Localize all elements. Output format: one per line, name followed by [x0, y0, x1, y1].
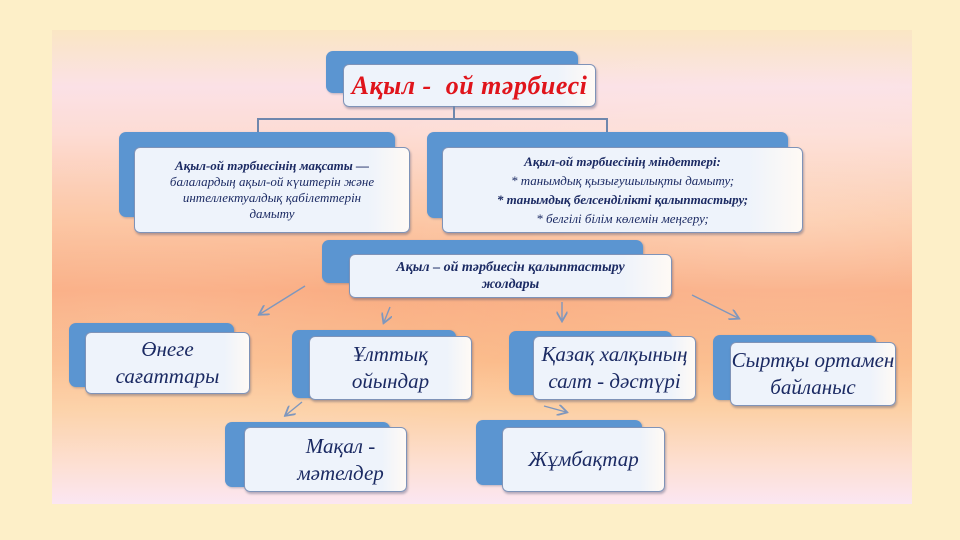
goal-line: дамыту	[249, 206, 295, 221]
method-line: байланыс	[770, 375, 856, 399]
tasks-heading: Ақыл-ой тәрбиесінің міндеттері:	[524, 154, 721, 169]
sub-method-line: мәтелдер	[297, 460, 384, 485]
connector-title-stem	[453, 106, 455, 119]
connector-left-drop	[257, 118, 259, 132]
method-line: Қазақ халқының	[541, 342, 688, 366]
sub-method-line: Жұмбақтар	[528, 447, 639, 471]
diagram-title: Ақыл - ой тәрбиесі	[351, 70, 588, 100]
connector-right-drop	[606, 118, 608, 132]
method-box-kazakh-traditions: Қазақ халқының салт - дәстүрі	[533, 336, 696, 400]
tasks-line: * танымдық қызығушылықты дамыту;	[510, 173, 735, 188]
method-line: Өнеге	[141, 337, 194, 361]
goal-line: балалардың ақыл-ой күштерін және	[169, 174, 375, 189]
method-line: Сыртқы ортамен	[731, 348, 895, 372]
method-line: ойындар	[351, 369, 430, 393]
sub-method-box-riddles: Жұмбақтар	[502, 427, 665, 492]
connector-title-horizontal	[257, 118, 608, 120]
ways-line: жолдары	[481, 277, 540, 292]
method-line: Ұлттық	[352, 342, 429, 366]
title-box: Ақыл - ой тәрбиесі	[343, 64, 596, 107]
tasks-line: * танымдық белсенділікті қалыптастыру;	[496, 192, 749, 207]
goal-heading: Ақыл-ой тәрбиесінің мақсаты —	[175, 158, 369, 173]
method-line: салт - дәстүрі	[548, 369, 681, 393]
sub-method-box-proverbs: Мақал - мәтелдер	[244, 427, 407, 492]
tasks-line: * белгілі білім көлемін меңгеру;	[536, 211, 709, 226]
tasks-box: Ақыл-ой тәрбиесінің міндеттері: * танымд…	[442, 147, 803, 233]
method-line: сағаттары	[115, 364, 220, 388]
ways-line: Ақыл – ой тәрбиесін қалыптастыру	[396, 260, 625, 275]
goal-line: интеллектуалдық қабілеттерін	[182, 190, 362, 205]
ways-box: Ақыл – ой тәрбиесін қалыптастыру жолдары	[349, 254, 672, 298]
method-box-national-games: Ұлттық ойындар	[309, 336, 472, 400]
method-box-environment-link: Сыртқы ортамен байланыс	[730, 342, 896, 406]
method-box-exemplary-hours: Өнеге сағаттары	[85, 332, 250, 394]
sub-method-line: Мақал -	[305, 433, 376, 458]
goal-box: Ақыл-ой тәрбиесінің мақсаты — балалардың…	[134, 147, 410, 233]
